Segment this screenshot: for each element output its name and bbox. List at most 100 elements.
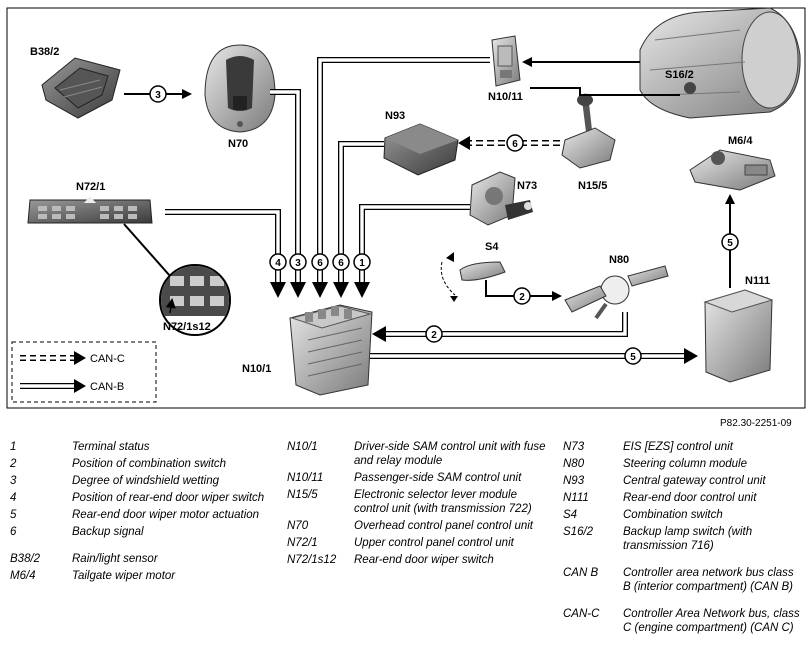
passenger-sam-icon [491,35,521,87]
svg-text:2: 2 [431,330,437,341]
label-s16-2: S16/2 [665,69,694,81]
label-n111: N111 [745,275,770,287]
legend-text: Controller Area Network bus, class C (en… [623,608,800,634]
legend-item: N111 Rear-end door control unit [563,491,803,505]
svg-text:3: 3 [155,90,161,101]
legend-code: 3 [10,475,17,487]
label-n10-11: N10/11 [488,91,523,103]
legend-text: Passenger-side SAM control unit [354,472,522,484]
legend-code: B38/2 [10,553,41,565]
legend-code: CAN B [563,567,599,579]
legend-item: N80 Steering column module [563,457,803,471]
document-id: P82.30-2251-09 [720,418,792,429]
legend-code: 6 [10,526,17,538]
steering-column-module-icon [564,265,669,320]
svg-text:3: 3 [295,258,301,269]
legend-code: 5 [10,509,17,521]
label-b38-2: B38/2 [30,46,59,58]
signal-line-6a [317,57,490,282]
legend-code: CAN-C [563,608,600,620]
legend-text: Electronic selector lever module control… [354,489,532,515]
legend-item: 5 Rear-end door wiper motor actuation [10,508,270,522]
legend-text: Position of combination switch [72,458,227,470]
legend-text: Terminal status [72,441,150,453]
diagram-frame [6,7,806,409]
rear-wiper-switch-icon [159,264,231,336]
central-gateway-icon [383,123,459,176]
legend-code: N73 [563,441,585,453]
legend-item: N10/1 Driver-side SAM control unit with f… [287,440,552,468]
legend-text: Tailgate wiper motor [72,570,176,582]
signal-line-2b [382,312,628,337]
label-n15-5: N15/5 [578,180,607,192]
upper-control-panel-icon [27,196,153,224]
legend-code: S4 [563,509,578,521]
legend-text: Rear-end door wiper motor actuation [72,509,260,521]
legend-text: Rear-end door control unit [623,492,757,504]
legend-item: CAN B Controller area network bus class B… [563,566,803,594]
key-can-c: CAN-C [90,353,125,365]
legend-item: 2 Position of combination switch [10,457,270,471]
label-n70: N70 [228,138,248,150]
legend-text: Steering column module [623,458,748,470]
signal-line-2a [485,280,562,301]
legend-item: 1 Terminal status [10,440,270,454]
legend-text: Overhead control panel control unit [354,520,533,532]
key-can-b: CAN-B [90,381,124,393]
legend-code: N72/1s12 [287,554,337,566]
label-n72-1s12: N72/1s12 [163,321,211,333]
system-diagram: B38/2 N70 N10/11 S16/2 N93 N15/5 [6,7,806,409]
legend-code: 1 [10,441,17,453]
svg-text:6: 6 [317,258,323,269]
legend-column-2: N10/1 Driver-side SAM control unit with f… [287,440,552,570]
signal-line-3b [270,89,301,282]
legend-text: Degree of windshield wetting [72,475,220,487]
transmission-icon [639,7,801,119]
selector-lever-icon [561,93,616,169]
legend-text: Backup lamp switch (with transmission 71… [623,526,753,552]
label-m6-4: M6/4 [728,135,753,147]
label-s4: S4 [485,241,499,253]
legend-code: N10/1 [287,441,318,453]
legend-text: Driver-side SAM control unit with fuse a… [354,441,546,467]
svg-text:5: 5 [630,352,636,363]
legend-code: M6/4 [10,570,36,582]
legend-item: M6/4 Tailgate wiper motor [10,569,270,583]
zoom-line [123,223,179,286]
legend-code: 2 [10,458,17,470]
arrowheads-into-n10-1 [270,282,370,298]
svg-text:2: 2 [519,292,525,303]
number-circles: 3 4 3 6 6 1 6 2 2 5 5 [149,85,739,365]
rear-door-control-unit-icon [703,289,774,383]
wiper-motor-icon [689,149,776,191]
label-n93: N93 [385,110,405,122]
legend-code: N72/1 [287,537,318,549]
legend-text: Controller area network bus class B (int… [623,567,794,593]
legend-text: Backup signal [72,526,144,538]
legend-text: Combination switch [623,509,723,521]
legend-item: 6 Backup signal [10,525,270,539]
legend-code: N70 [287,520,309,532]
legend-item: N70 Overhead control panel control unit [287,519,552,533]
legend-text: Position of rear-end door wiper switch [72,492,265,504]
svg-text:6: 6 [512,139,518,150]
legend-column-1: 1 Terminal status 2 Position of combination… [10,440,270,586]
label-n80: N80 [609,254,629,266]
eis-control-unit-icon [469,171,533,226]
label-n10-1: N10/1 [242,363,271,375]
overhead-control-panel-icon [204,44,276,133]
legend-item: N72/1s12 Rear-end door wiper switch [287,553,552,567]
legend-code: N111 [563,492,589,504]
svg-text:6: 6 [338,258,344,269]
label-n72-1: N72/1 [76,181,105,193]
driver-sam-icon [289,304,373,396]
rain-light-sensor-icon [41,57,121,119]
combination-switch-icon [440,252,506,302]
legend-code: N80 [563,458,585,470]
legend-text: Rear-end door wiper switch [354,554,494,566]
